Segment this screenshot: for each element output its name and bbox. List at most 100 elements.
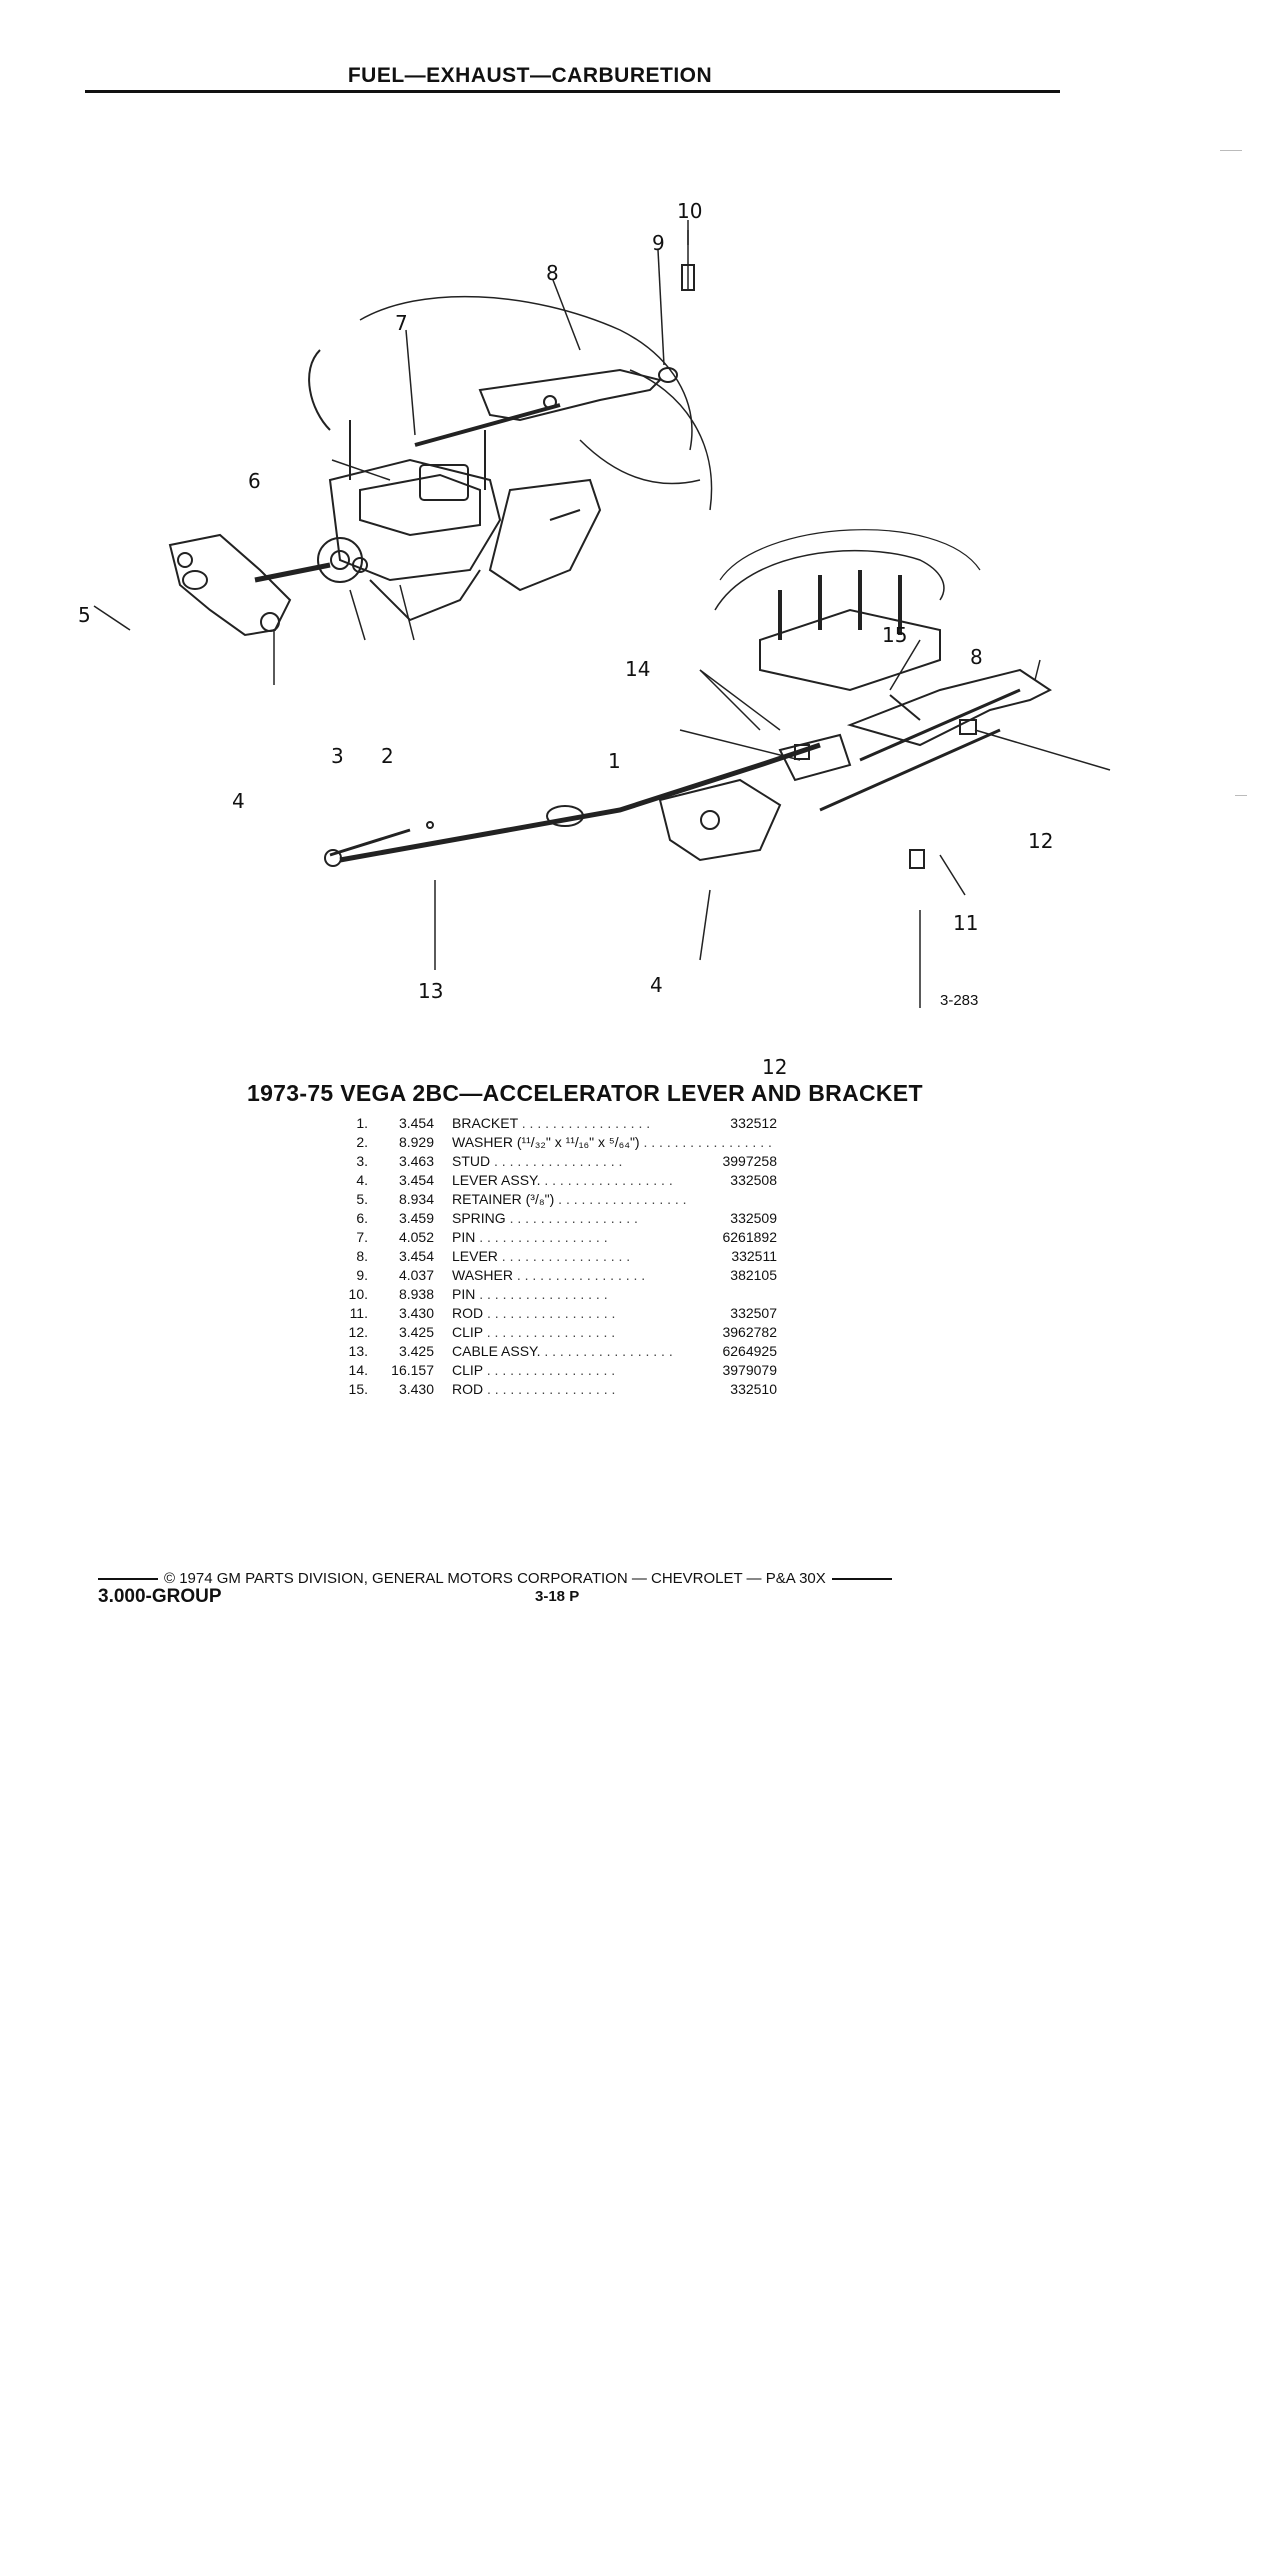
leader-dots: . . . . . . . . . . . . . . . . . <box>554 1191 687 1207</box>
callout-6: 6 <box>248 469 261 493</box>
part-description: CABLE ASSY. . . . . . . . . . . . . . . … <box>452 1342 697 1361</box>
part-number-index: 11. <box>328 1304 376 1323</box>
part-number-index-text: 2. <box>356 1134 368 1150</box>
part-description: WASHER (¹¹/₃₂" x ¹¹/₁₆" x ⁵/₆₄") . . . .… <box>452 1133 772 1152</box>
part-number-index-text: 4. <box>356 1172 368 1188</box>
group-number: 3.425 <box>376 1342 452 1361</box>
leader-dots: . . . . . . . . . . . . . . . . . <box>483 1381 616 1397</box>
part-description: CLIP . . . . . . . . . . . . . . . . . <box>452 1323 697 1342</box>
part-description: PIN . . . . . . . . . . . . . . . . . <box>452 1228 697 1247</box>
part-number-index: 1. <box>328 1114 376 1133</box>
part-number: 332508 <box>697 1171 777 1190</box>
part-description: SPRING . . . . . . . . . . . . . . . . . <box>452 1209 697 1228</box>
diagram-callout-labels: 10 9 8 7 6 5 3 2 4 14 15 8 1 12 11 13 4 … <box>78 199 1053 1079</box>
footer-group-label: 3.000-GROUP <box>98 1586 222 1607</box>
callout-15: 15 <box>882 623 907 647</box>
part-number: 3962782 <box>697 1323 777 1342</box>
part-number-text: 332507 <box>730 1305 777 1321</box>
part-number-text: 332511 <box>731 1248 777 1264</box>
group-number: 4.037 <box>376 1266 452 1285</box>
header-rule <box>85 90 1060 93</box>
part-number-index-text: 9. <box>356 1267 368 1283</box>
part-number: 3979079 <box>697 1361 777 1380</box>
part-number-index: 12. <box>328 1323 376 1342</box>
callout-4-right: 4 <box>650 973 663 997</box>
group-number: 3.463 <box>376 1152 452 1171</box>
part-description: WASHER . . . . . . . . . . . . . . . . . <box>452 1266 697 1285</box>
part-number: 3997258 <box>697 1152 777 1171</box>
leader-dots: . . . . . . . . . . . . . . . . . <box>517 1115 651 1131</box>
callout-1: 1 <box>608 749 621 773</box>
group-number-text: 3.430 <box>398 1305 434 1321</box>
part-number-index-text: 5. <box>356 1191 368 1207</box>
leader-dots: . . . . . . . . . . . . . . . . . <box>512 1267 646 1283</box>
part-description-text: CABLE ASSY. <box>452 1343 541 1359</box>
page-header-title: FUEL—EXHAUST—CARBURETION <box>347 64 713 87</box>
leader-dots: . . . . . . . . . . . . . . . . . <box>540 1172 673 1188</box>
group-number-text: 3.425 <box>398 1343 434 1359</box>
part-description-text: WASHER <box>452 1267 513 1283</box>
leader-dots: . . . . . . . . . . . . . . . . . <box>505 1210 638 1226</box>
part-number: 6264925 <box>697 1342 777 1361</box>
leader-dots: . . . . . . . . . . . . . . . . . <box>497 1248 631 1264</box>
part-description-text: SPRING <box>452 1210 506 1226</box>
part-description-text: BRACKET <box>452 1115 518 1131</box>
part-number: 332507 <box>697 1304 777 1323</box>
part-number-index: 8. <box>328 1247 376 1266</box>
part-description-text: RETAINER (³/₈") <box>452 1191 555 1207</box>
callout-9: 9 <box>652 231 665 255</box>
part-number-index: 7. <box>328 1228 376 1247</box>
exploded-parts-diagram: 10 9 8 7 6 5 3 2 4 14 15 8 1 12 11 13 4 … <box>60 190 1111 1079</box>
part-number-text: 332509 <box>730 1210 777 1226</box>
part-number-index-text: 12. <box>348 1324 368 1340</box>
part-number: 332511 <box>697 1247 777 1266</box>
leader-dots: . . . . . . . . . . . . . . . . . <box>482 1362 616 1378</box>
group-number-text: 3.454 <box>398 1172 434 1188</box>
group-number: 3.430 <box>376 1380 452 1399</box>
footer-copyright-line: © 1974 GM PARTS DIVISION, GENERAL MOTORS… <box>98 1570 1038 1587</box>
part-number-index: 6. <box>328 1209 376 1228</box>
callout-5: 5 <box>78 603 91 627</box>
part-number-text: 3979079 <box>722 1362 777 1378</box>
part-number-index: 9. <box>328 1266 376 1285</box>
leader-dots: . . . . . . . . . . . . . . . . . <box>475 1286 608 1302</box>
parts-row: 9. 4.037 WASHER . . . . . . . . . . . . . … <box>328 1266 777 1285</box>
leader-dots: . . . . . . . . . . . . . . . . . <box>639 1134 772 1150</box>
part-description: LEVER ASSY. . . . . . . . . . . . . . . … <box>452 1171 697 1190</box>
group-number-text: 4.037 <box>398 1267 434 1283</box>
parts-list-body: 1. 3.454 BRACKET . . . . . . . . . . . . .… <box>328 1114 777 1399</box>
part-number-index-text: 11. <box>349 1305 368 1321</box>
diagram-svg: 10 9 8 7 6 5 3 2 4 14 15 8 1 12 11 13 4 … <box>78 199 1111 1079</box>
group-number-text: 3.459 <box>398 1210 434 1226</box>
callout-8: 8 <box>546 261 559 285</box>
part-number-index-text: 15. <box>348 1381 368 1397</box>
group-number-text: 16.157 <box>391 1362 434 1378</box>
part-description-text: STUD <box>452 1153 491 1169</box>
group-number: 4.052 <box>376 1228 452 1247</box>
part-description-text: WASHER (¹¹/₃₂" x ¹¹/₁₆" x ⁵/₆₄") <box>452 1134 640 1150</box>
part-number-index: 15. <box>328 1380 376 1399</box>
callout-13: 13 <box>418 979 443 1003</box>
group-number-text: 8.938 <box>398 1286 434 1302</box>
callout-3: 3 <box>331 744 344 768</box>
part-number-text: 3997258 <box>722 1153 777 1169</box>
group-number: 3.454 <box>376 1171 452 1190</box>
group-number: 8.929 <box>376 1133 452 1152</box>
callout-4: 4 <box>232 789 245 813</box>
part-description: CLIP . . . . . . . . . . . . . . . . . <box>452 1361 697 1380</box>
margin-mark <box>1235 795 1247 796</box>
group-number-text: 3.454 <box>398 1248 434 1264</box>
leader-dots: . . . . . . . . . . . . . . . . . <box>475 1229 608 1245</box>
part-description: RETAINER (³/₈") . . . . . . . . . . . . … <box>452 1190 697 1209</box>
part-description: ROD . . . . . . . . . . . . . . . . . <box>452 1380 697 1399</box>
callout-10: 10 <box>677 199 702 223</box>
